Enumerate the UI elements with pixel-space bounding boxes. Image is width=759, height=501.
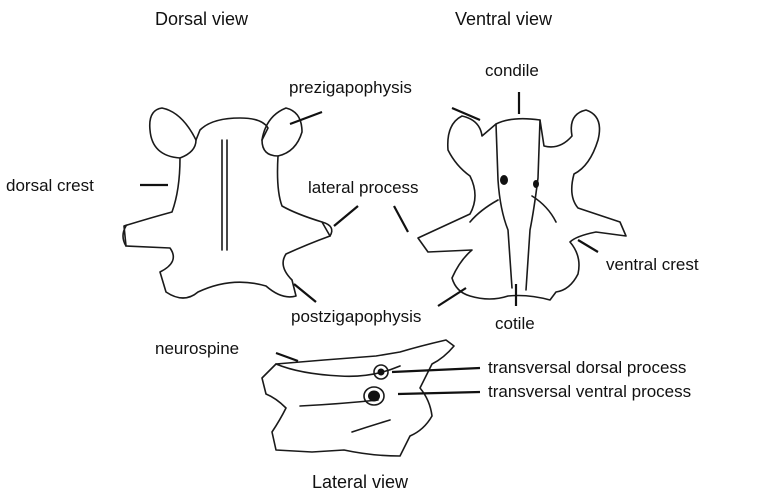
ventral-central-ridge (496, 124, 512, 288)
label-lateral-process: lateral process (308, 179, 419, 196)
ventral-view-drawing (418, 110, 626, 300)
leader-neurospine (276, 353, 298, 361)
leader-prezyg-dorsal (290, 112, 322, 124)
leader-postzyg-dorsal (294, 284, 316, 302)
leader-ventral-crest (578, 240, 598, 252)
dorsal-right-prezyg-lobe (262, 108, 302, 156)
lateral-ventral-process-dot (368, 391, 380, 402)
leader-lateral-process-ventral (394, 206, 408, 232)
leader-transversal-dorsal (392, 368, 480, 372)
ventral-central-ridge-2 (526, 120, 540, 290)
leader-prezyg-ventral (452, 108, 480, 120)
dorsal-left-prezyg-lobe (150, 108, 196, 158)
label-cotile: cotile (495, 315, 535, 332)
label-transversal-dorsal-process: transversal dorsal process (488, 359, 686, 376)
dorsal-view-title: Dorsal view (155, 10, 248, 28)
ventral-foramen-right (533, 180, 539, 188)
ventral-view-title: Ventral view (455, 10, 552, 28)
label-ventral-crest: ventral crest (606, 256, 699, 273)
lateral-dorsal-process-dot (378, 369, 385, 376)
lateral-view-title: Lateral view (312, 473, 408, 491)
label-condile: condile (485, 62, 539, 79)
ventral-inner-lobe (470, 196, 556, 222)
dorsal-view-drawing (123, 108, 332, 298)
leader-lateral-process-dorsal (334, 206, 358, 226)
ventral-foramen-left (500, 175, 508, 185)
label-postzigapophysis: postzigapophysis (291, 308, 421, 325)
ventral-vertebra-body (418, 110, 626, 300)
label-dorsal-crest: dorsal crest (6, 177, 94, 194)
label-prezigapophysis: prezigapophysis (289, 79, 412, 96)
leader-transversal-ventral (398, 392, 480, 394)
label-neurospine: neurospine (155, 340, 239, 357)
label-transversal-ventral-process: transversal ventral process (488, 383, 691, 400)
leader-postzyg-ventral (438, 288, 466, 306)
